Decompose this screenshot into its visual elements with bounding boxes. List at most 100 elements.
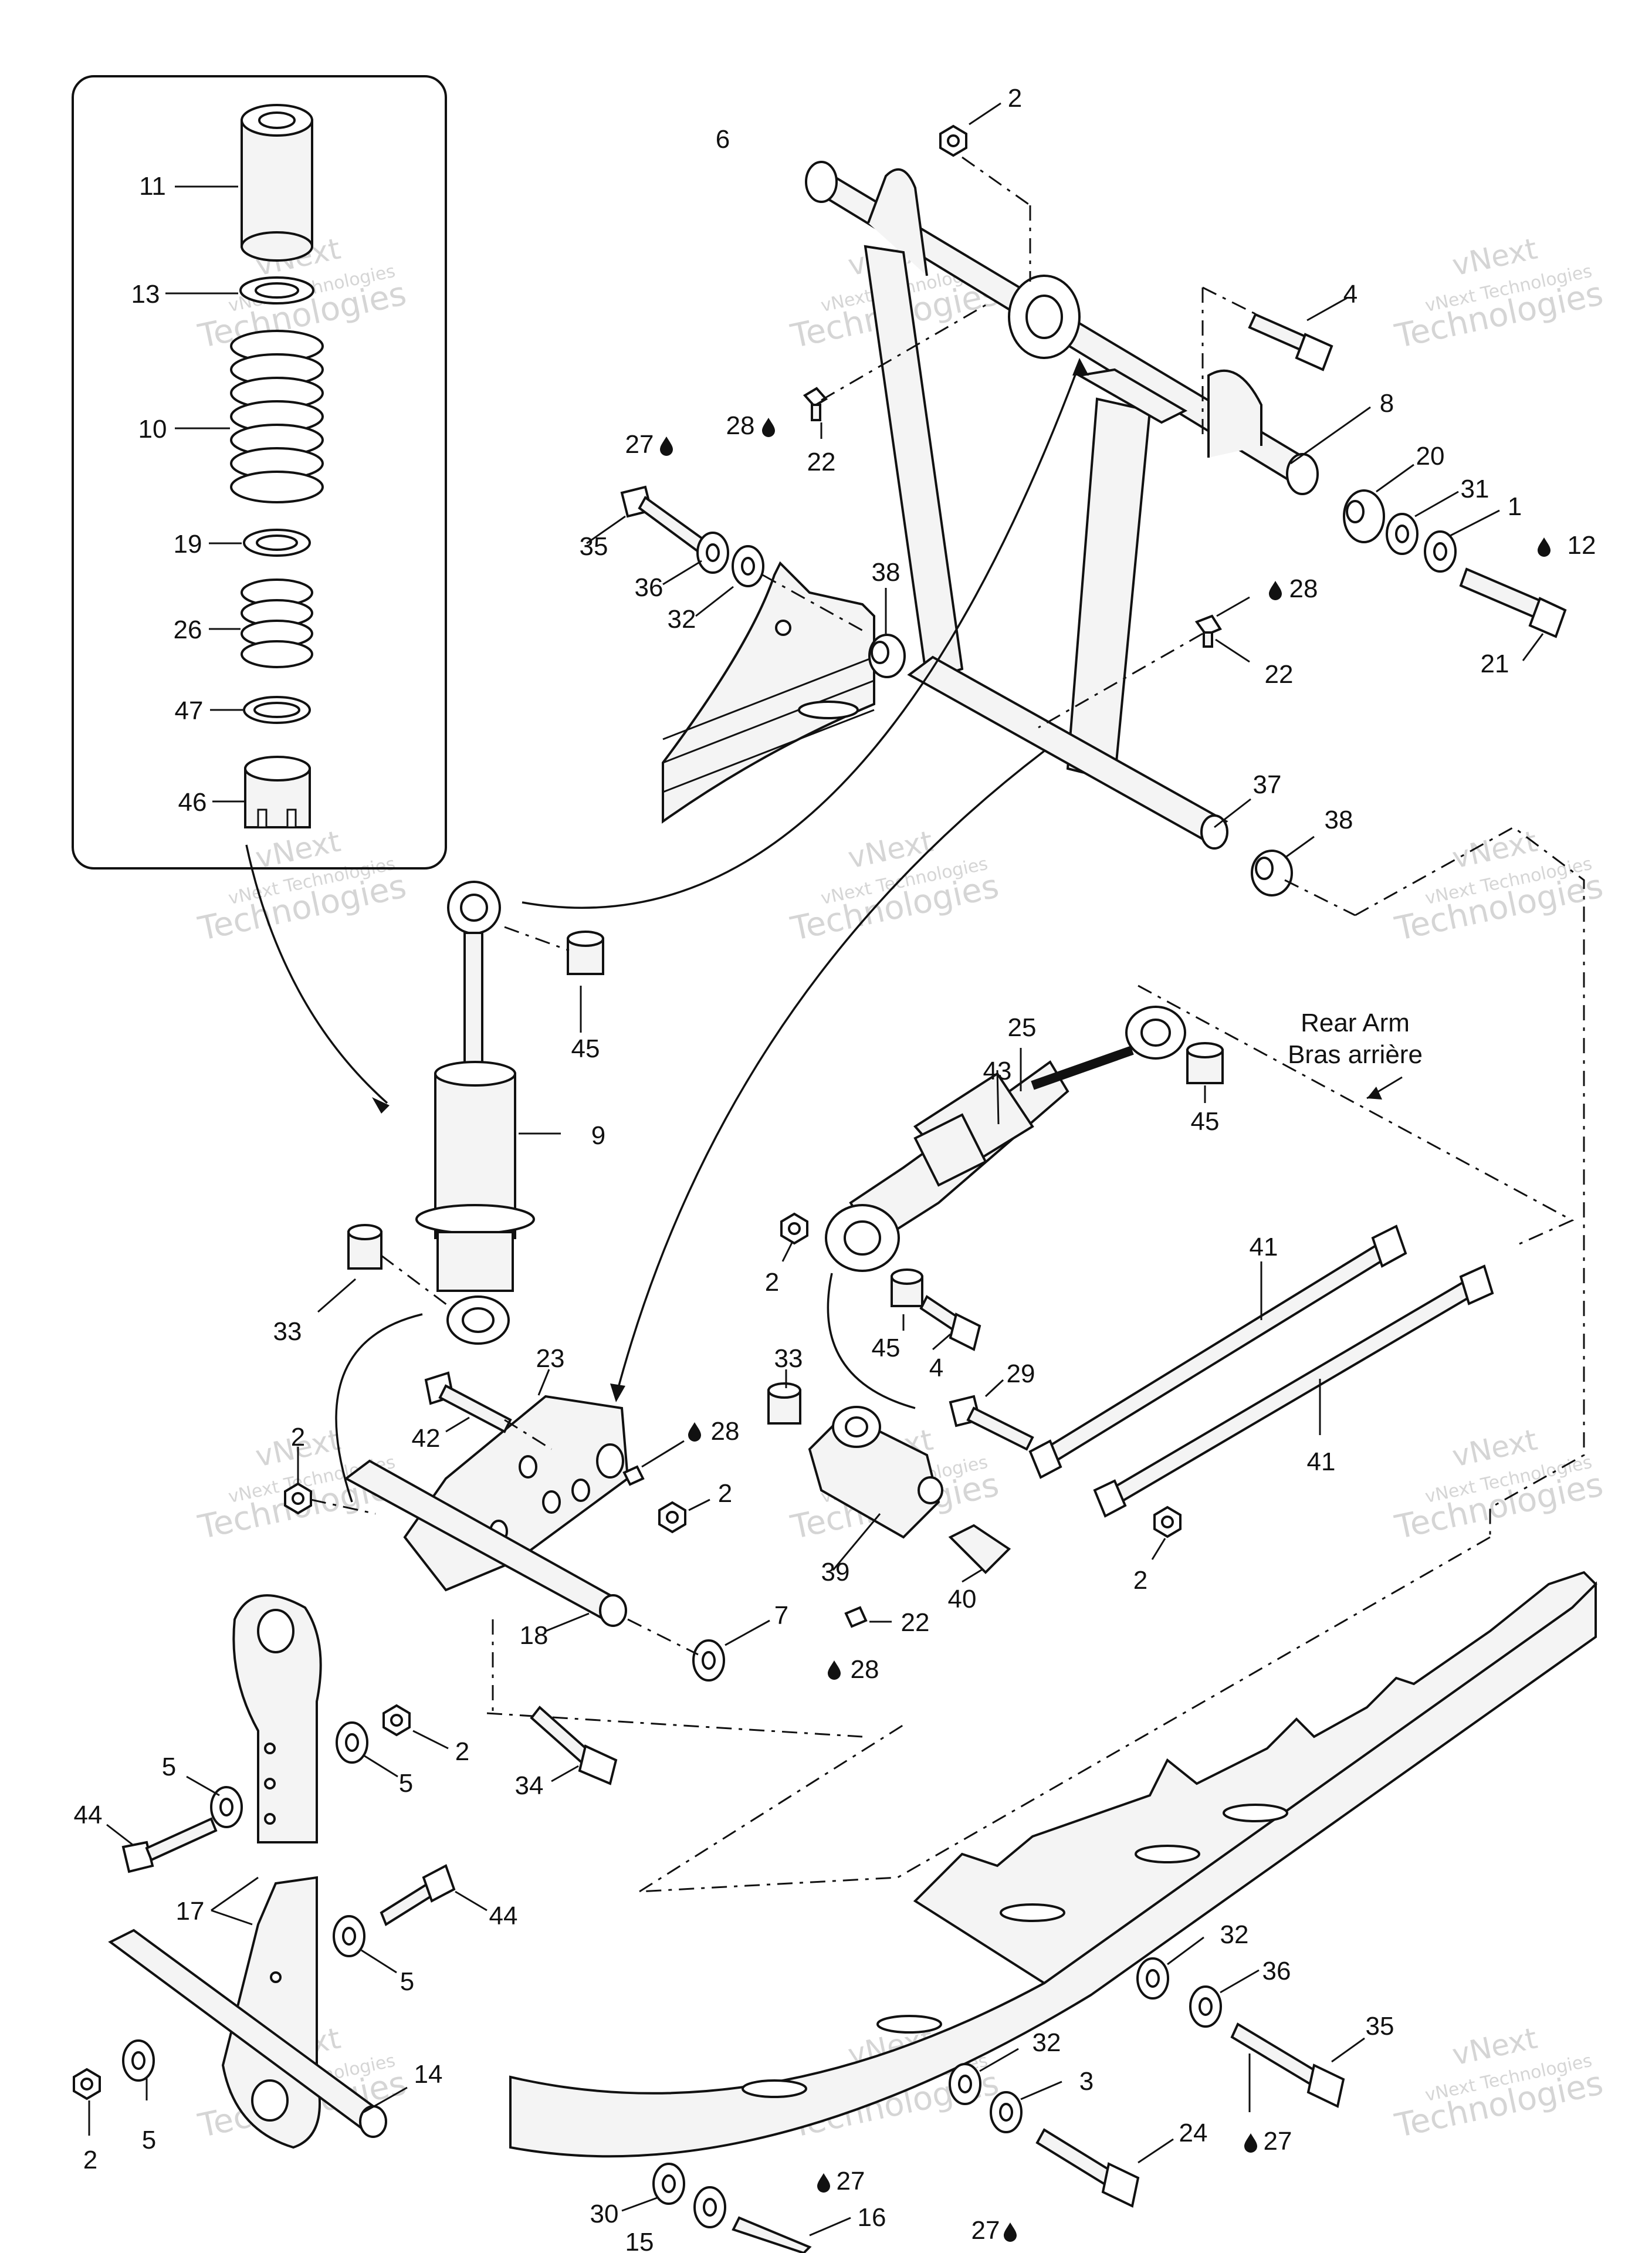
callout-44: 44: [74, 1801, 103, 1829]
callout-38: 38: [872, 558, 901, 587]
callout-46: 46: [178, 788, 207, 817]
part-33-bushing: [767, 1382, 801, 1425]
lubricant-drop-icon: [828, 1660, 841, 1680]
part-5-washer: [336, 1721, 368, 1764]
callout-2: 2: [765, 1268, 779, 1297]
callout-3: 3: [1079, 2067, 1094, 2096]
callout-2: 2: [718, 1479, 732, 1508]
callout-2: 2: [1008, 84, 1022, 113]
part-44-bolt: [380, 1864, 456, 1926]
part-44-bolt: [121, 1817, 218, 1873]
callout-23: 23: [536, 1344, 565, 1373]
lubricant-drop-icon: [1244, 2133, 1257, 2153]
callout-5: 5: [162, 1753, 176, 1781]
part-32-washer: [1136, 1957, 1169, 2000]
callout-29: 29: [1007, 1359, 1035, 1388]
rail-bracket-top: [662, 561, 875, 824]
callout-45: 45: [872, 1334, 901, 1362]
part-32-washer: [732, 545, 764, 587]
part-2-nut: [658, 1501, 686, 1533]
part-5-washer: [122, 2039, 155, 2082]
part-45-bushing: [891, 1268, 923, 1307]
callout-18: 18: [520, 1621, 549, 1650]
part-35-bolt: [620, 485, 706, 554]
part-7-washer: [692, 1639, 725, 1682]
part-26-spring: [241, 579, 313, 668]
part-22-grease-fitting: [803, 387, 828, 421]
callout-41: 41: [1250, 1233, 1278, 1261]
lubricant-drop-icon: [1269, 581, 1282, 600]
part-34-bolt: [530, 1706, 618, 1785]
callout-35: 35: [580, 532, 608, 561]
callout-32: 32: [668, 605, 696, 634]
rear-arm-label-fr: Bras arrière: [1288, 1040, 1423, 1069]
callout-9: 9: [591, 1121, 605, 1150]
inset-frame: [72, 75, 447, 870]
part-5-washer: [333, 1915, 365, 1957]
part-13-stopper: [239, 276, 314, 305]
part-2-nut: [1153, 1506, 1182, 1538]
part-46-collar: [244, 756, 311, 828]
callout-22: 22: [807, 448, 836, 476]
callout-28: 28: [1289, 574, 1318, 603]
lubricant-drop-icon: [817, 2173, 830, 2193]
callout-33: 33: [273, 1317, 302, 1346]
callout-16: 16: [858, 2203, 886, 2232]
part-45-bushing: [567, 931, 604, 975]
callout-5: 5: [399, 1769, 413, 1798]
part-2-nut: [780, 1213, 808, 1244]
slide-rail: [509, 1571, 1597, 2158]
part-36-washer: [1189, 1985, 1222, 2028]
callout-45: 45: [571, 1034, 600, 1063]
callout-labels: 11 13 10 19 26 47 46 2 6 4 8 20 31 1 12 …: [74, 84, 1596, 2253]
callout-36: 36: [635, 573, 663, 602]
lubricant-drop-icon: [660, 437, 673, 456]
callout-6: 6: [716, 125, 730, 154]
part-4-bolt: [1248, 313, 1333, 371]
callout-15: 15: [625, 2228, 654, 2253]
part-16-bolt: [732, 2216, 812, 2253]
part-35-bolt: [1230, 2022, 1345, 2108]
callout-5: 5: [142, 2126, 156, 2154]
callout-13: 13: [131, 280, 160, 309]
part-17-arm-upper: [232, 1594, 322, 1843]
callout-47: 47: [175, 696, 204, 725]
part-22-grease-fitting: [844, 1606, 868, 1628]
part-45-bushing: [1186, 1042, 1224, 1084]
lubricant-drop-icon: [1004, 2222, 1017, 2242]
rear-arm-boundary: [1138, 985, 1575, 1245]
callout-32: 32: [1220, 1920, 1249, 1949]
part-2-nut: [284, 1483, 312, 1514]
part-22-grease-fitting: [1194, 614, 1222, 648]
part-22-grease-fitting: [622, 1465, 645, 1486]
part-21-bolt: [1459, 567, 1567, 638]
part-41-rod: [1028, 1224, 1407, 1479]
callout-40: 40: [948, 1585, 977, 1613]
part-32-washer: [949, 2063, 981, 2105]
part-39-link: [808, 1406, 943, 1539]
callout-2: 2: [83, 2146, 97, 2174]
callout-31: 31: [1461, 475, 1489, 503]
callout-14: 14: [414, 2060, 443, 2089]
rear-arm-label: Rear Arm: [1301, 1009, 1410, 1037]
shock-connection-curve: [522, 363, 1081, 909]
part-9-shock-absorber: [415, 881, 535, 1345]
part-14-shaft: [108, 1929, 387, 2138]
lubricant-drop-icon: [688, 1422, 701, 1442]
part-42-bolt: [424, 1371, 512, 1433]
callout-19: 19: [174, 530, 202, 559]
part-31-washer: [1386, 513, 1419, 555]
callout-35: 35: [1366, 2012, 1394, 2041]
part-43-sleeve: [913, 1113, 987, 1187]
callout-8: 8: [1380, 389, 1394, 418]
callout-43: 43: [983, 1057, 1012, 1085]
callout-39: 39: [821, 1558, 850, 1586]
callout-28: 28: [726, 411, 755, 440]
spring-kit-inset: [72, 75, 447, 870]
callout-4: 4: [1343, 280, 1358, 309]
callout-44: 44: [489, 1902, 518, 1930]
callout-2: 2: [291, 1423, 305, 1452]
part-38-bushing: [1251, 850, 1293, 897]
callout-38: 38: [1325, 806, 1353, 834]
